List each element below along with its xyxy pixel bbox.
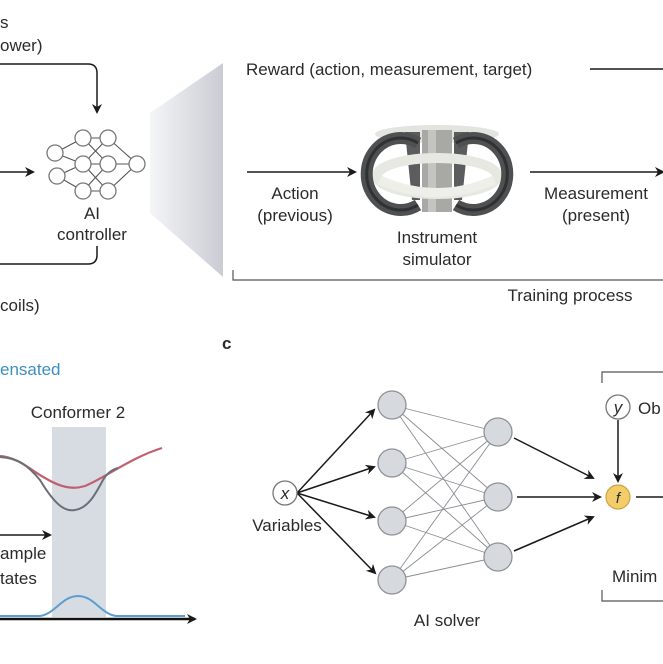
hidden-layer-1 (377, 390, 407, 595)
measurement-label-1: Measurement (544, 184, 648, 203)
input-label: Variables (252, 516, 322, 535)
training-process-label: Training process (507, 286, 632, 305)
simulator-label-1: Instrument (397, 228, 478, 247)
reward-label: Reward (action, measurement, target) (246, 60, 532, 79)
panel-c-letter: c (222, 334, 231, 353)
sample-label-2: tates (0, 569, 37, 588)
objective-symbol: y (613, 398, 624, 417)
conformer-band (52, 427, 106, 617)
top-left-label-2: ower) (0, 36, 43, 55)
objective-node (605, 394, 631, 420)
neural-network-icon (46, 129, 146, 200)
minimise-label: Minim (612, 567, 657, 586)
simulator-label-2: simulator (403, 250, 472, 269)
top-left-label-1: s (0, 13, 9, 32)
input-loop-arrow (0, 63, 102, 114)
input-symbol: x (280, 484, 290, 503)
conformer-label: Conformer 2 (31, 403, 125, 422)
controller-label-2: controller (57, 225, 127, 244)
solver-connections (391, 404, 499, 581)
input-arrows (296, 408, 377, 575)
zoom-projection (150, 63, 223, 277)
output-loop-line (0, 246, 98, 265)
panel-c: c x Variables AI solver (222, 334, 663, 630)
objective-bracket-bottom (601, 590, 663, 602)
objective-bracket-top (601, 371, 663, 383)
function-symbol: f (616, 490, 622, 507)
legend-fragment: ensated (0, 360, 61, 379)
training-process: Reward (action, measurement, target) Act… (232, 60, 663, 305)
hidden-layer-2 (483, 417, 513, 572)
sample-label-1: ample (0, 544, 46, 563)
objective-label: Ob (638, 399, 661, 418)
input-node (272, 480, 298, 506)
controller-label-1: AI (84, 204, 100, 223)
panel-b: ensated Conformer 2 ample tates (0, 360, 197, 624)
action-label-1: Action (271, 184, 318, 203)
tokamak-icon (360, 125, 514, 216)
panel-a: s ower) AI controller coils) (0, 13, 146, 315)
gray-curve (0, 456, 119, 512)
function-node (605, 484, 631, 510)
action-label-2: (previous) (257, 206, 333, 225)
blue-curve (0, 594, 185, 617)
output-arrows (513, 437, 602, 552)
bottom-left-label: coils) (0, 296, 40, 315)
solver-label: AI solver (414, 611, 480, 630)
training-bracket (232, 270, 663, 281)
measurement-label-2: (present) (562, 206, 630, 225)
